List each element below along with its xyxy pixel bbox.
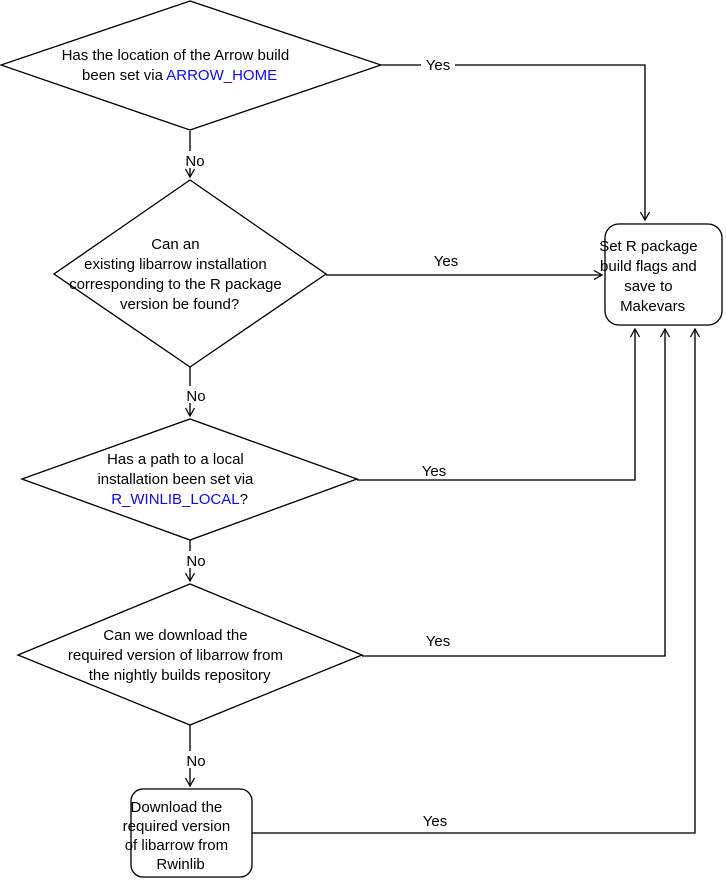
decision-arrow-home: Has the location of the Arrow build been… xyxy=(0,0,384,131)
process-download-rwinlib-line4: Rwinlib xyxy=(156,856,204,873)
process-download-rwinlib-line1: Download the xyxy=(131,799,223,816)
process-set-flags-line4: Makevars xyxy=(620,298,685,315)
decision-winlib-local: Has a path to a local installation been … xyxy=(0,0,359,541)
decision-nightly-builds-text: Can we download the required version of … xyxy=(0,0,312,684)
edge-nightly-builds-yes xyxy=(362,327,671,657)
decision-nightly-builds-shape xyxy=(16,583,364,726)
decision-existing-libarrow-text: Can an existing libarrow installation co… xyxy=(0,0,311,313)
process-set-flags-line1: Set R package xyxy=(599,238,697,255)
edges xyxy=(184,64,701,834)
label-no-nightly-builds: No xyxy=(186,753,205,770)
label-yes-arrow-home: Yes xyxy=(426,57,450,74)
label-background xyxy=(421,56,455,73)
decision-existing-libarrow: Can an existing libarrow installation co… xyxy=(0,0,328,368)
decision-nightly-builds-line3: the nightly builds repository xyxy=(89,667,271,684)
decision-arrow-home-shape xyxy=(0,0,384,131)
decision-nightly-builds-line1: Can we download the xyxy=(103,627,247,644)
edge-arrow-home-yes xyxy=(381,64,651,222)
process-set-flags-shape xyxy=(604,223,723,326)
edge-download-rwinlib-yes xyxy=(252,327,701,834)
process-set-flags-text: Set R package build flags and save to Ma… xyxy=(0,0,726,315)
decision-winlib-local-text: Has a path to a local installation been … xyxy=(0,0,283,508)
process-download-rwinlib-text: Download the required version of libarro… xyxy=(0,0,259,873)
decision-nightly-builds-line2: required version of libarrow from xyxy=(68,647,283,664)
process-download-rwinlib: Download the required version of libarro… xyxy=(0,0,259,878)
decision-winlib-local-line3-suffix: ? xyxy=(240,491,248,508)
decision-nightly-builds: Can we download the required version of … xyxy=(0,0,364,726)
decision-existing-libarrow-line3: corresponding to the R package xyxy=(69,276,282,293)
label-yes-nightly-builds: Yes xyxy=(426,633,450,650)
decision-arrow-home-line1: Has the location of the Arrow build xyxy=(62,47,290,64)
label-background xyxy=(182,386,210,403)
process-set-flags-line2: build flags and xyxy=(600,258,697,275)
process-set-flags-line3: save to xyxy=(624,278,672,295)
winlib-local-env-var: R_WINLIB_LOCAL xyxy=(111,491,239,508)
edge-labels: Yes No Yes No Yes No Yes No Yes xyxy=(181,56,458,830)
label-background xyxy=(181,151,209,168)
edge-winlib-local-yes xyxy=(357,327,641,481)
label-no-existing-libarrow: No xyxy=(186,388,205,405)
decision-winlib-local-line1: Has a path to a local xyxy=(107,451,244,468)
arrow-home-env-var: ARROW_HOME xyxy=(166,67,277,84)
process-download-rwinlib-line3: of libarrow from xyxy=(125,837,228,854)
process-download-rwinlib-line2: required version xyxy=(123,818,231,835)
label-yes-existing-libarrow: Yes xyxy=(434,253,458,270)
label-no-winlib-local: No xyxy=(186,553,205,570)
label-background xyxy=(182,551,210,568)
decision-winlib-local-line2: installation been set via xyxy=(97,471,254,488)
label-no-arrow-home: No xyxy=(185,153,204,170)
decision-arrow-home-text: Has the location of the Arrow build been… xyxy=(0,0,318,84)
decision-winlib-local-shape xyxy=(20,418,359,541)
process-set-flags: Set R package build flags and save to Ma… xyxy=(0,0,726,326)
label-yes-download-rwinlib: Yes xyxy=(423,813,447,830)
label-background xyxy=(182,751,210,768)
process-download-rwinlib-shape xyxy=(130,788,253,878)
decision-existing-libarrow-line2: existing libarrow installation xyxy=(84,256,267,273)
decision-arrow-home-line2-prefix: been set via xyxy=(82,67,166,84)
decision-existing-libarrow-line1: Can an xyxy=(151,236,199,253)
decision-existing-libarrow-shape xyxy=(52,179,328,368)
decision-existing-libarrow-line4: version be found? xyxy=(120,296,239,313)
label-yes-winlib-local: Yes xyxy=(422,463,446,480)
